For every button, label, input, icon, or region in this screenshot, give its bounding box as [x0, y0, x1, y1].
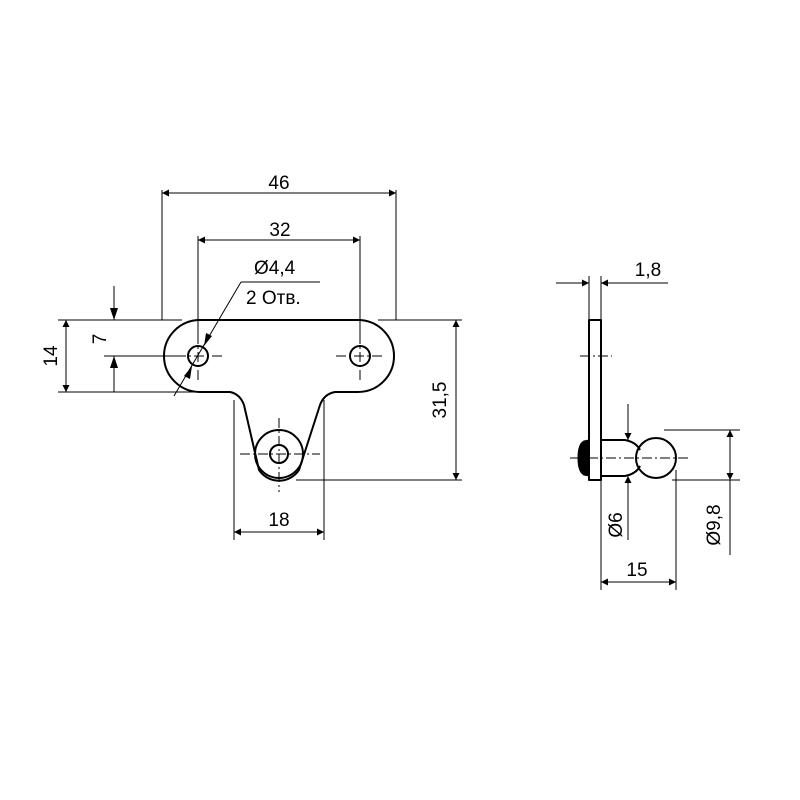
hole-count-note: 2 Отв.	[246, 288, 301, 309]
ball-stud	[635, 437, 677, 479]
dim-ball-diameter: Ø9,8	[704, 504, 725, 545]
front-view: 46 32 Ø4,4 2 Отв. 14 7 31,5 18	[41, 173, 462, 540]
dim-pin-diameter: Ø6	[606, 512, 627, 537]
dim-overall-height: 31,5	[430, 382, 451, 419]
dim-hole-spacing: 32	[269, 220, 290, 241]
dim-hole-diameter: Ø4,4	[254, 258, 296, 279]
dim-lobe-height: 14	[41, 345, 62, 367]
side-view: 1,8 Ø6 Ø9,8 15	[556, 260, 740, 590]
plate-outline	[163, 319, 395, 482]
dim-plate-thickness: 1,8	[635, 260, 661, 281]
plate-side	[588, 319, 602, 481]
dim-hole-offset: 7	[90, 334, 111, 345]
dim-tab-width: 18	[268, 510, 289, 531]
dim-stud-length: 15	[626, 560, 647, 581]
dim-overall-width: 46	[268, 173, 289, 194]
